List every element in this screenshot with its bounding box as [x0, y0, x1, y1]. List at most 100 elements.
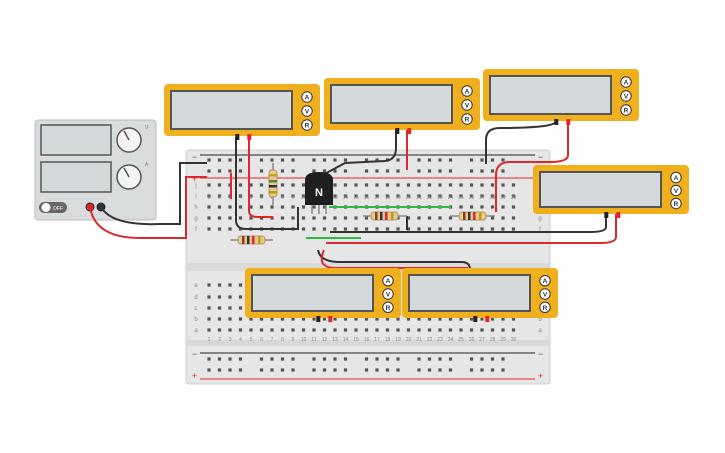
- meter-mode-r-button[interactable]: [670, 197, 682, 210]
- multimeter-5[interactable]: AVR: [245, 268, 401, 322]
- meter-positive-terminal[interactable]: [485, 316, 490, 322]
- power-supply[interactable]: V A OFF: [34, 119, 157, 221]
- wire-meter4-black[interactable]: [330, 214, 607, 233]
- row-letter: d: [194, 295, 197, 301]
- row-letter: b: [194, 317, 198, 323]
- meter-display: [251, 274, 374, 312]
- rail-minus-label-top: −: [192, 152, 197, 162]
- rail-minus-label-bottom: −: [192, 349, 197, 359]
- column-number: 25: [458, 337, 464, 343]
- meter-mode-label: R: [465, 117, 470, 124]
- meter-mode-v-button[interactable]: [301, 105, 313, 117]
- transistor-label: N: [315, 187, 323, 199]
- column-number: 7: [271, 337, 274, 343]
- column-number: 28: [490, 195, 496, 201]
- meter-com-terminal[interactable]: [235, 134, 240, 140]
- column-number: 5: [250, 195, 253, 201]
- column-number: 8: [281, 337, 284, 343]
- column-number: 3: [229, 337, 232, 343]
- meter-positive-terminal[interactable]: [407, 128, 412, 134]
- multimeter-1[interactable]: AVR: [164, 84, 320, 140]
- row-letter: f: [195, 227, 197, 233]
- npn-transistor[interactable]: N: [305, 172, 333, 214]
- meter-mode-v-button[interactable]: [382, 288, 394, 300]
- power-switch-label: OFF: [53, 206, 63, 212]
- wire-meter1-black[interactable]: [235, 137, 299, 230]
- column-number: 25: [458, 195, 464, 201]
- column-numbers-top: 1234567891011121314151617181920212223242…: [208, 195, 517, 201]
- column-number: 7: [271, 195, 274, 201]
- wire-meter3-black[interactable]: [485, 120, 557, 164]
- column-number: 29: [500, 195, 506, 201]
- multimeter-4[interactable]: AVR: [533, 165, 689, 218]
- wire-meter1-red[interactable]: [248, 137, 273, 218]
- meter-positive-terminal[interactable]: [566, 119, 571, 125]
- column-number: 6: [260, 337, 263, 343]
- meter-mode-v-button[interactable]: [539, 288, 551, 300]
- row-letter: j: [194, 183, 196, 189]
- column-number: 28: [490, 337, 496, 343]
- meter-mode-a-button[interactable]: [670, 171, 682, 184]
- resistor-right[interactable]: [450, 211, 495, 221]
- meter-com-terminal[interactable]: [473, 316, 478, 322]
- meter-mode-a-button[interactable]: [382, 274, 394, 287]
- meter-mode-r-button[interactable]: [620, 104, 632, 116]
- meter-display: [330, 84, 453, 124]
- meter-positive-terminal[interactable]: [328, 316, 333, 322]
- wire-meter4-red[interactable]: [326, 214, 617, 244]
- column-number: 13: [332, 337, 338, 343]
- power-rail-holes[interactable]: [207, 158, 505, 372]
- meter-mode-label: R: [674, 201, 679, 208]
- meter-mode-r-button[interactable]: [461, 113, 473, 125]
- column-number: 4: [239, 337, 242, 343]
- meter-mode-a-button[interactable]: [301, 91, 313, 103]
- resistor-middle[interactable]: [363, 211, 407, 221]
- multimeter-2[interactable]: AVR: [324, 78, 480, 134]
- meter-mode-v-button[interactable]: [461, 99, 473, 111]
- wire-psu-negative[interactable]: [100, 162, 207, 226]
- column-number: 11: [311, 337, 316, 343]
- resistor-left[interactable]: [230, 235, 273, 245]
- meter-mode-a-button[interactable]: [620, 76, 632, 88]
- meter-display: [408, 274, 531, 312]
- row-letter: f: [539, 227, 541, 233]
- wire-meter3-red[interactable]: [495, 121, 569, 212]
- meter-mode-r-button[interactable]: [301, 119, 313, 131]
- column-number: 23: [437, 195, 443, 201]
- column-number: 24: [448, 337, 454, 343]
- meter-com-terminal[interactable]: [554, 119, 559, 125]
- meter-mode-r-button[interactable]: [539, 301, 551, 314]
- meter-mode-r-button[interactable]: [382, 301, 394, 314]
- meter-com-terminal[interactable]: [604, 212, 609, 218]
- meter-positive-terminal[interactable]: [616, 212, 621, 218]
- column-number: 20: [406, 337, 412, 343]
- column-number: 26: [469, 337, 475, 343]
- meter-mode-a-button[interactable]: [539, 274, 551, 287]
- meter-positive-terminal[interactable]: [247, 134, 252, 140]
- meter-display: [539, 171, 662, 208]
- column-number: 9: [292, 195, 295, 201]
- meter-mode-label: A: [543, 278, 548, 285]
- wires[interactable]: [89, 120, 617, 271]
- multimeter-3[interactable]: AVR: [483, 69, 639, 125]
- multimeter-6[interactable]: AVR: [402, 268, 558, 322]
- rail-plus-label-bottom: +: [192, 371, 197, 381]
- column-number: 20: [406, 195, 412, 201]
- column-number: 1: [208, 195, 211, 201]
- meter-com-terminal[interactable]: [395, 128, 400, 134]
- resistor-vertical[interactable]: [268, 163, 278, 205]
- meter-com-terminal[interactable]: [316, 316, 321, 322]
- meter-mode-label: V: [465, 103, 470, 110]
- column-number: 21: [416, 337, 422, 343]
- column-number: 27: [479, 195, 485, 201]
- rail-plus-label-bottom-right: +: [538, 371, 543, 381]
- column-number: 23: [437, 337, 443, 343]
- meter-mode-v-button[interactable]: [620, 90, 632, 102]
- meter-mode-v-button[interactable]: [670, 184, 682, 197]
- wire-psu-positive[interactable]: [89, 176, 207, 239]
- meter-mode-label: V: [305, 109, 310, 116]
- meter-mode-a-button[interactable]: [461, 85, 473, 97]
- psu-voltage-display: [40, 124, 112, 156]
- wire-meter2-black[interactable]: [318, 130, 397, 178]
